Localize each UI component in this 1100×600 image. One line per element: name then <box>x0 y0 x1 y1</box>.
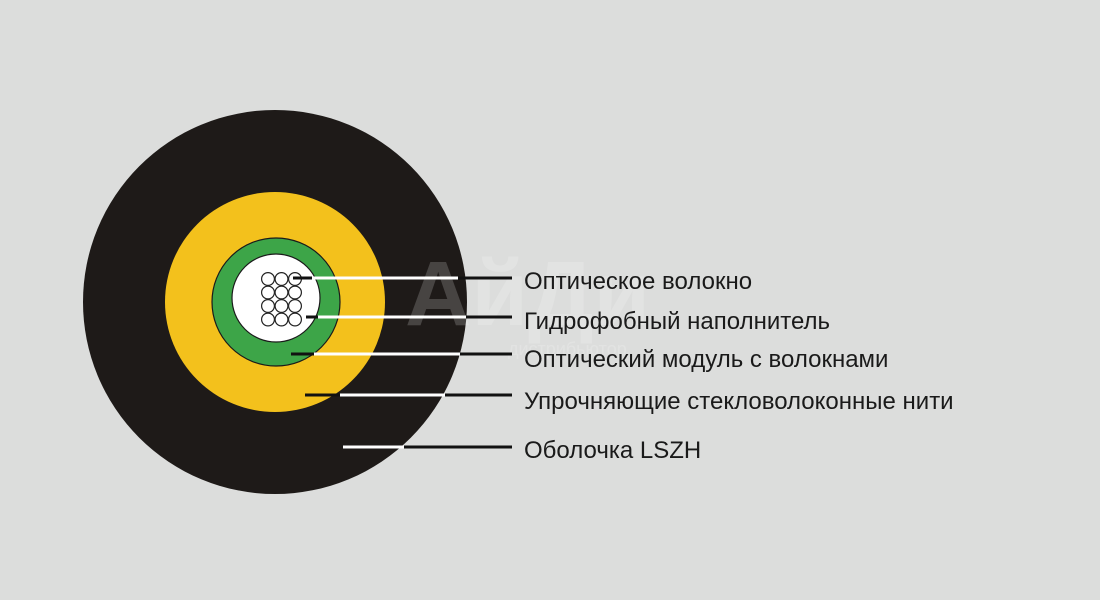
optical-fibers-group <box>261 272 303 327</box>
label-optical-module: Оптический модуль с волокнами <box>524 346 888 373</box>
watermark-tagline: дистрибьютор <box>508 339 627 359</box>
module-tube-outline <box>211 237 341 367</box>
optical-fiber-8 <box>274 299 289 314</box>
optical-fiber-9 <box>288 299 303 314</box>
hydrophobic-filler-core <box>231 253 321 343</box>
optical-fiber-5 <box>274 285 289 300</box>
label-glass-yarn: Упрочняющие стекловолоконные нити <box>524 388 954 415</box>
watermark-brand: АйДи <box>405 243 650 345</box>
optical-fiber-2 <box>274 272 289 287</box>
leader-lines <box>291 276 512 449</box>
callout-labels: Оптическое волокно Гидрофобный наполните… <box>524 268 954 464</box>
label-lszh-sheath: Оболочка LSZH <box>524 437 701 464</box>
label-hydrophobic-filler: Гидрофобный наполнитель <box>524 308 830 335</box>
optical-fiber-6 <box>288 285 303 300</box>
optical-fiber-7 <box>261 299 276 314</box>
watermark-logo: АйДи дистрибьютор <box>405 243 650 359</box>
optical-fiber-1 <box>261 272 276 287</box>
label-optical-fiber: Оптическое волокно <box>524 268 752 295</box>
optical-fiber-11 <box>274 312 289 327</box>
optical-fiber-4 <box>261 285 276 300</box>
optical-fiber-12 <box>288 312 303 327</box>
optical-fiber-10 <box>261 312 276 327</box>
